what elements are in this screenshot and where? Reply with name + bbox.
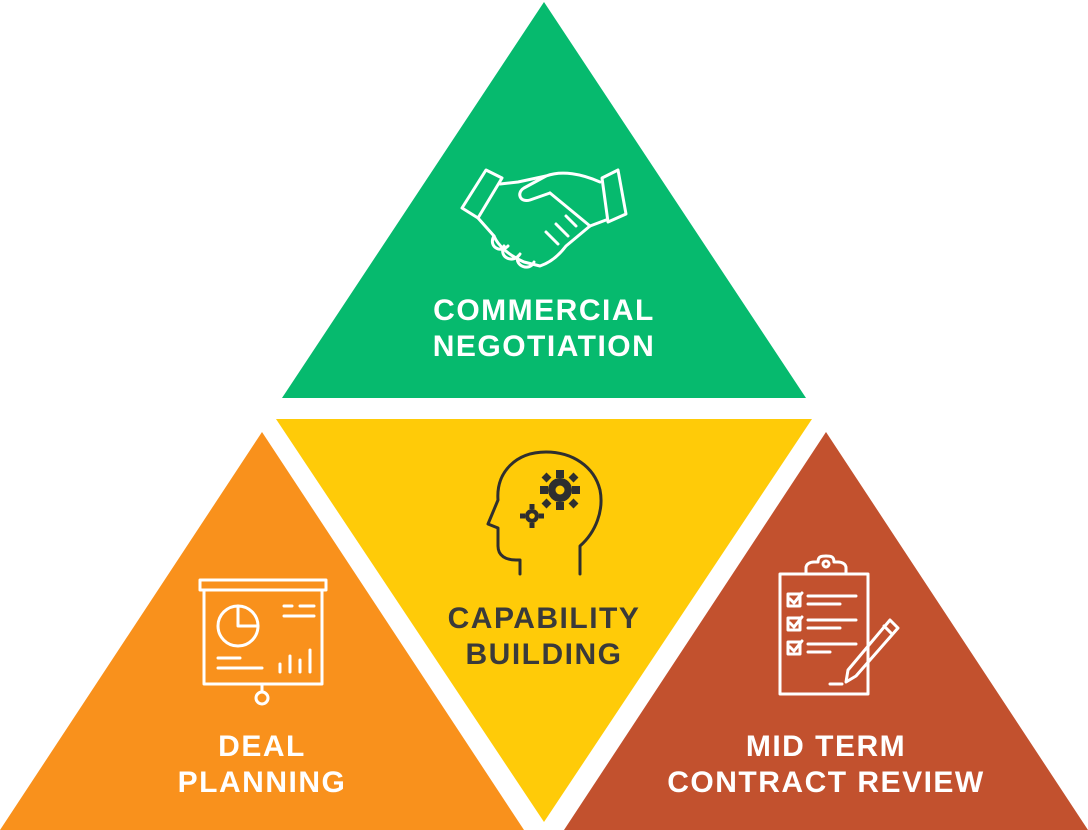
section-commercial-negotiation: COMMERCIAL NEGOTIATION xyxy=(282,2,806,398)
left-label-line1: DEAL xyxy=(218,730,306,763)
right-label-line1: MID TERM xyxy=(746,730,906,763)
top-triangle xyxy=(282,2,806,398)
center-triangle xyxy=(276,419,812,822)
right-triangle xyxy=(564,432,1088,830)
top-label-line1: COMMERCIAL xyxy=(433,294,655,327)
clipboard-checklist-icon xyxy=(778,554,900,696)
left-label-line2: PLANNING xyxy=(178,766,347,799)
section-mid-term-contract-review: MID TERM CONTRACT REVIEW xyxy=(564,432,1088,830)
left-triangle xyxy=(0,432,524,830)
presentation-board-icon xyxy=(198,578,328,706)
section-capability-building: CAPABILITY BUILDING xyxy=(276,419,812,822)
center-label-line1: CAPABILITY xyxy=(448,602,641,635)
right-label-line2: CONTRACT REVIEW xyxy=(667,766,985,799)
center-label-line2: BUILDING xyxy=(466,638,623,671)
head-with-gears-icon xyxy=(486,450,603,576)
handshake-icon xyxy=(460,168,628,269)
top-label-line2: NEGOTIATION xyxy=(433,330,656,363)
section-deal-planning: DEAL PLANNING xyxy=(0,432,524,830)
